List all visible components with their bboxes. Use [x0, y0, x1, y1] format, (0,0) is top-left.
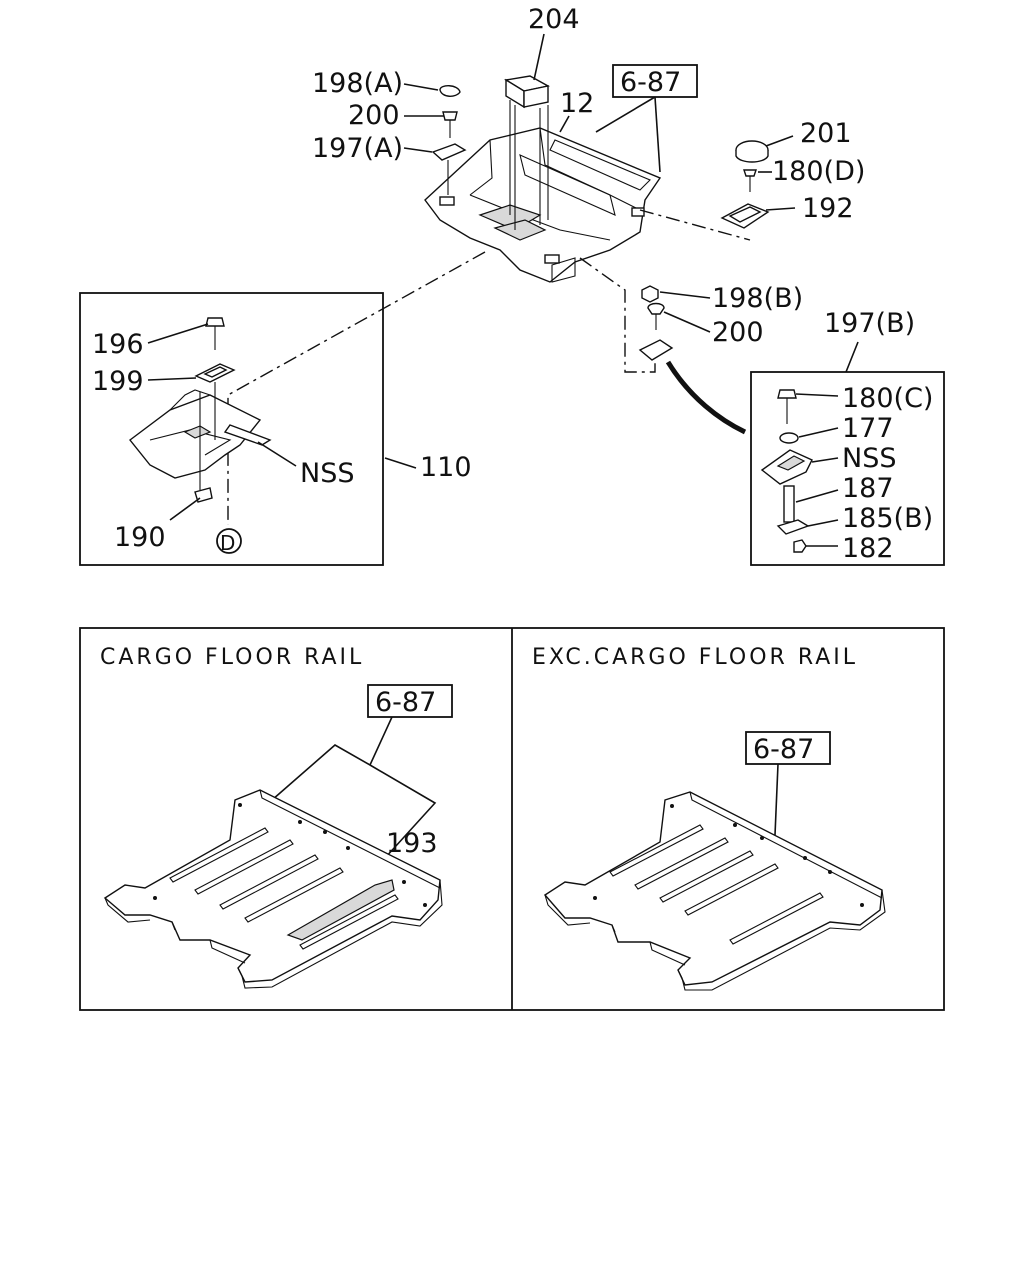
ref-box-top	[612, 64, 698, 98]
panel-cargo-floor-rail: CARGO FLOOR RAIL 6-87	[100, 645, 453, 989]
label-197b: 197(B)	[824, 308, 915, 339]
label-197a: 197(A)	[312, 133, 403, 164]
detail-197b-parts	[760, 389, 813, 553]
ref-label-top: 6-87	[620, 67, 681, 98]
label-nss-right: NSS	[842, 443, 896, 474]
label-199: 199	[92, 366, 144, 397]
caption-cargo-floor-rail: CARGO FLOOR RAIL	[100, 645, 364, 670]
ref-label-left: 6-87	[375, 687, 436, 718]
detail-110-parts	[129, 317, 272, 503]
label-192: 192	[802, 193, 854, 224]
ref-box-left	[367, 684, 453, 718]
main-floor-assembly	[227, 75, 770, 525]
label-204: 204	[528, 4, 580, 35]
label-190: 190	[114, 522, 166, 553]
top-leaders	[403, 33, 859, 373]
label-177: 177	[842, 413, 894, 444]
label-nss-left: NSS	[300, 458, 354, 489]
label-200-top: 200	[348, 100, 400, 131]
label-182: 182	[842, 533, 894, 564]
cargo-rail-193	[286, 879, 395, 941]
label-201: 201	[800, 118, 852, 149]
caption-exc-cargo-floor-rail: EXC.CARGO FLOOR RAIL	[532, 645, 858, 670]
label-110: 110	[420, 452, 472, 483]
label-180d: 180(D)	[772, 156, 865, 187]
ref-box-right	[745, 731, 831, 765]
label-196: 196	[92, 329, 144, 360]
circle-d-marker	[216, 528, 242, 554]
floor-plate-right	[543, 791, 883, 986]
detail-box-110	[79, 292, 384, 566]
panel-exc-cargo-floor-rail: EXC.CARGO FLOOR RAIL 6-87	[532, 645, 886, 991]
label-193: 193	[386, 828, 438, 859]
label-12: 12	[560, 88, 594, 119]
detail-110-leaders	[147, 323, 417, 521]
label-198b: 198(B)	[712, 283, 803, 314]
label-180c: 180(C)	[842, 383, 933, 414]
detail-197b-leaders	[795, 393, 839, 547]
label-187: 187	[842, 473, 894, 504]
label-198a: 198(A)	[312, 68, 403, 99]
label-circle-d: D	[220, 531, 235, 555]
ref-label-right: 6-87	[753, 734, 814, 765]
label-185b: 185(B)	[842, 503, 933, 534]
detail-box-197b	[750, 371, 945, 566]
label-200-mid: 200	[712, 317, 764, 348]
